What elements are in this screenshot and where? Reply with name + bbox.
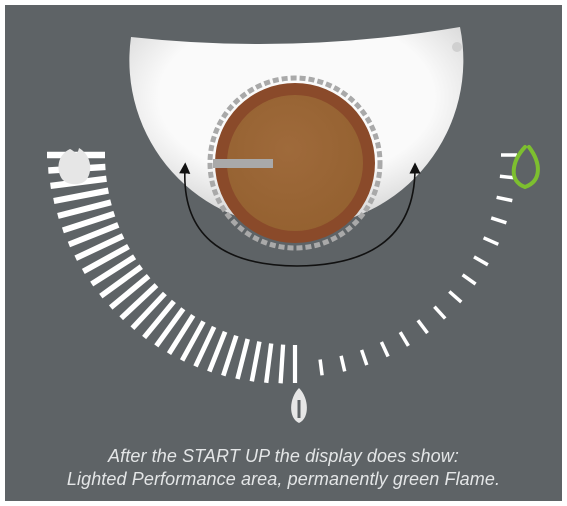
performance-segment xyxy=(223,336,236,376)
performance-segment xyxy=(111,276,149,307)
scale-dash xyxy=(381,342,388,357)
scale-dash xyxy=(320,360,322,376)
performance-segment xyxy=(54,191,109,201)
scale-dash xyxy=(434,307,445,319)
scale-dash xyxy=(484,238,499,245)
performance-segment xyxy=(121,285,156,318)
caption-line-2: Lighted Performance area, permanently gr… xyxy=(5,469,562,490)
knob-indicator xyxy=(213,159,273,168)
scale-dash xyxy=(341,356,345,372)
display-panel: After the START UP the display does show… xyxy=(5,5,562,501)
scale-dash xyxy=(449,292,461,303)
scale-dash xyxy=(497,197,513,200)
scale-dash xyxy=(418,320,428,333)
control-knob-diagram xyxy=(5,5,562,425)
performance-segment xyxy=(252,342,260,382)
performance-segment xyxy=(132,294,165,329)
scale-dash xyxy=(474,257,488,265)
scale-dash xyxy=(362,350,367,365)
scale-dash xyxy=(463,275,476,284)
performance-segment xyxy=(58,202,111,216)
flame-outline-icon xyxy=(514,147,538,187)
scale-dash xyxy=(400,332,408,346)
performance-segment xyxy=(281,345,284,384)
performance-segment xyxy=(266,344,271,383)
caption-line-1: After the START UP the display does show… xyxy=(5,446,562,467)
status-dot-icon xyxy=(452,42,462,52)
performance-segment xyxy=(238,339,248,379)
scale-dash xyxy=(491,218,506,223)
flame-small-icon xyxy=(291,388,307,423)
